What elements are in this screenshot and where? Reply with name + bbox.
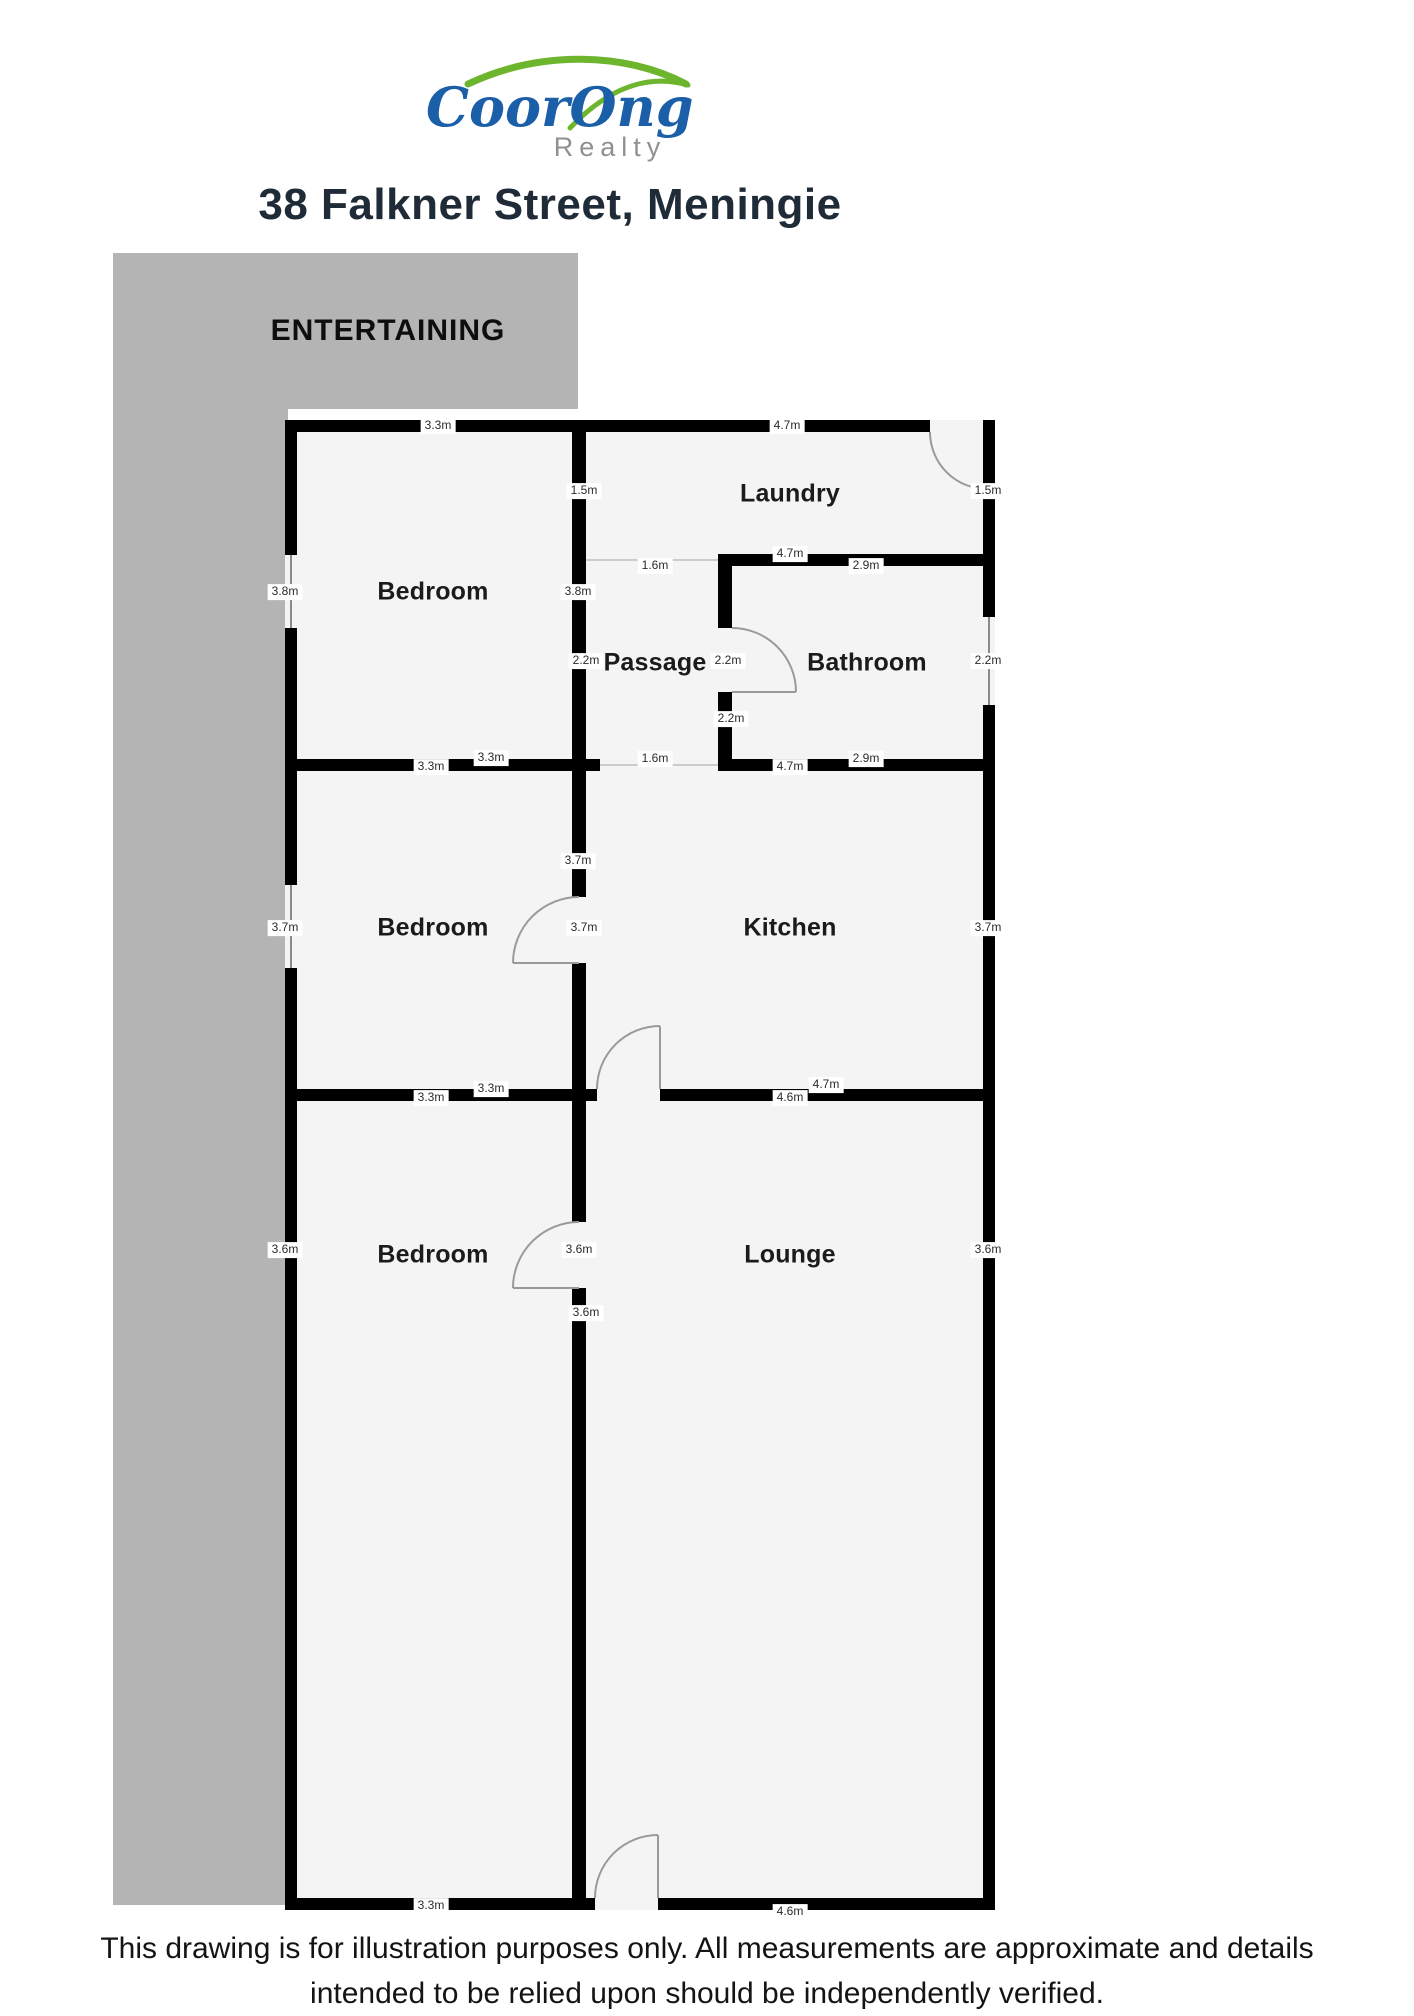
measurement-label: 2.9m [848, 751, 884, 767]
measurement-label: 1.5m [970, 483, 1006, 499]
measurement-label: 3.7m [566, 920, 602, 936]
measurement-label: 3.3m [413, 759, 449, 775]
measurement-label: 3.7m [970, 920, 1006, 936]
entertaining-label: ENTERTAINING [270, 314, 506, 347]
room-label-bedroom-2: Bedroom [377, 913, 489, 942]
room-label-passage: Passage [603, 648, 707, 677]
measurement-label: 3.6m [267, 1242, 303, 1258]
measurement-label: 3.3m [473, 1081, 509, 1097]
walls [285, 420, 995, 1910]
measurement-label: 4.7m [769, 418, 805, 434]
logo-swoosh-icon [464, 55, 690, 88]
measurement-label: 3.3m [413, 1898, 449, 1914]
measurement-label: 3.6m [568, 1305, 604, 1321]
measurement-label: 3.3m [473, 750, 509, 766]
entertaining-area-top [113, 253, 578, 409]
measurement-label: 1.6m [637, 558, 673, 574]
room-label-laundry: Laundry [739, 479, 841, 508]
page-title: 38 Falkner Street, Meningie [258, 180, 842, 229]
measurement-label: 1.6m [637, 751, 673, 767]
room-label-bathroom: Bathroom [807, 648, 927, 677]
measurement-label: 4.7m [808, 1077, 844, 1093]
measurement-label: 3.6m [561, 1242, 597, 1258]
logo-leaf-icon [567, 78, 691, 131]
measurement-label: 3.3m [420, 418, 456, 434]
measurement-label: 4.6m [772, 1904, 808, 1920]
door-arc-icon [594, 1834, 659, 1899]
coorong-realty-logo: CoorOng Realty [426, 55, 694, 162]
door-arc-icon [731, 627, 797, 693]
measurement-label: 2.2m [713, 711, 749, 727]
room-label-bedroom-3: Bedroom [377, 1240, 489, 1269]
measurement-label: 4.7m [772, 759, 808, 775]
measurement-label: 3.7m [267, 920, 303, 936]
measurement-label: 2.2m [568, 653, 604, 669]
room-label-lounge: Lounge [744, 1240, 836, 1269]
measurement-label: 3.3m [413, 1090, 449, 1106]
measurement-label: 1.5m [566, 483, 602, 499]
measurement-label: 2.2m [970, 653, 1006, 669]
door-arc-icon [596, 1025, 661, 1090]
disclaimer-text: This drawing is for illustration purpose… [100, 1932, 1314, 2010]
measurement-label: 3.6m [970, 1242, 1006, 1258]
entertaining-area-strip [113, 408, 288, 1905]
measurement-label: 2.9m [848, 558, 884, 574]
measurement-label: 4.6m [772, 1090, 808, 1106]
measurement-label: 3.7m [560, 853, 596, 869]
floorplan-graphic [285, 420, 995, 1910]
door-arc-icon [512, 1221, 580, 1289]
floor-background [285, 420, 995, 1910]
measurement-label: 3.8m [267, 584, 303, 600]
room-label-kitchen: Kitchen [743, 913, 837, 942]
door-arc-icon [512, 896, 580, 964]
logo-brand-text: CoorOng [426, 75, 694, 139]
measurement-label: 4.7m [772, 546, 808, 562]
logo-subtitle-text: Realty [554, 132, 667, 162]
measurement-label: 3.8m [560, 584, 596, 600]
room-label-bedroom-1: Bedroom [377, 577, 489, 606]
measurement-label: 2.2m [710, 653, 746, 669]
disclaimer: This drawing is for illustration purpose… [57, 1926, 1357, 2016]
